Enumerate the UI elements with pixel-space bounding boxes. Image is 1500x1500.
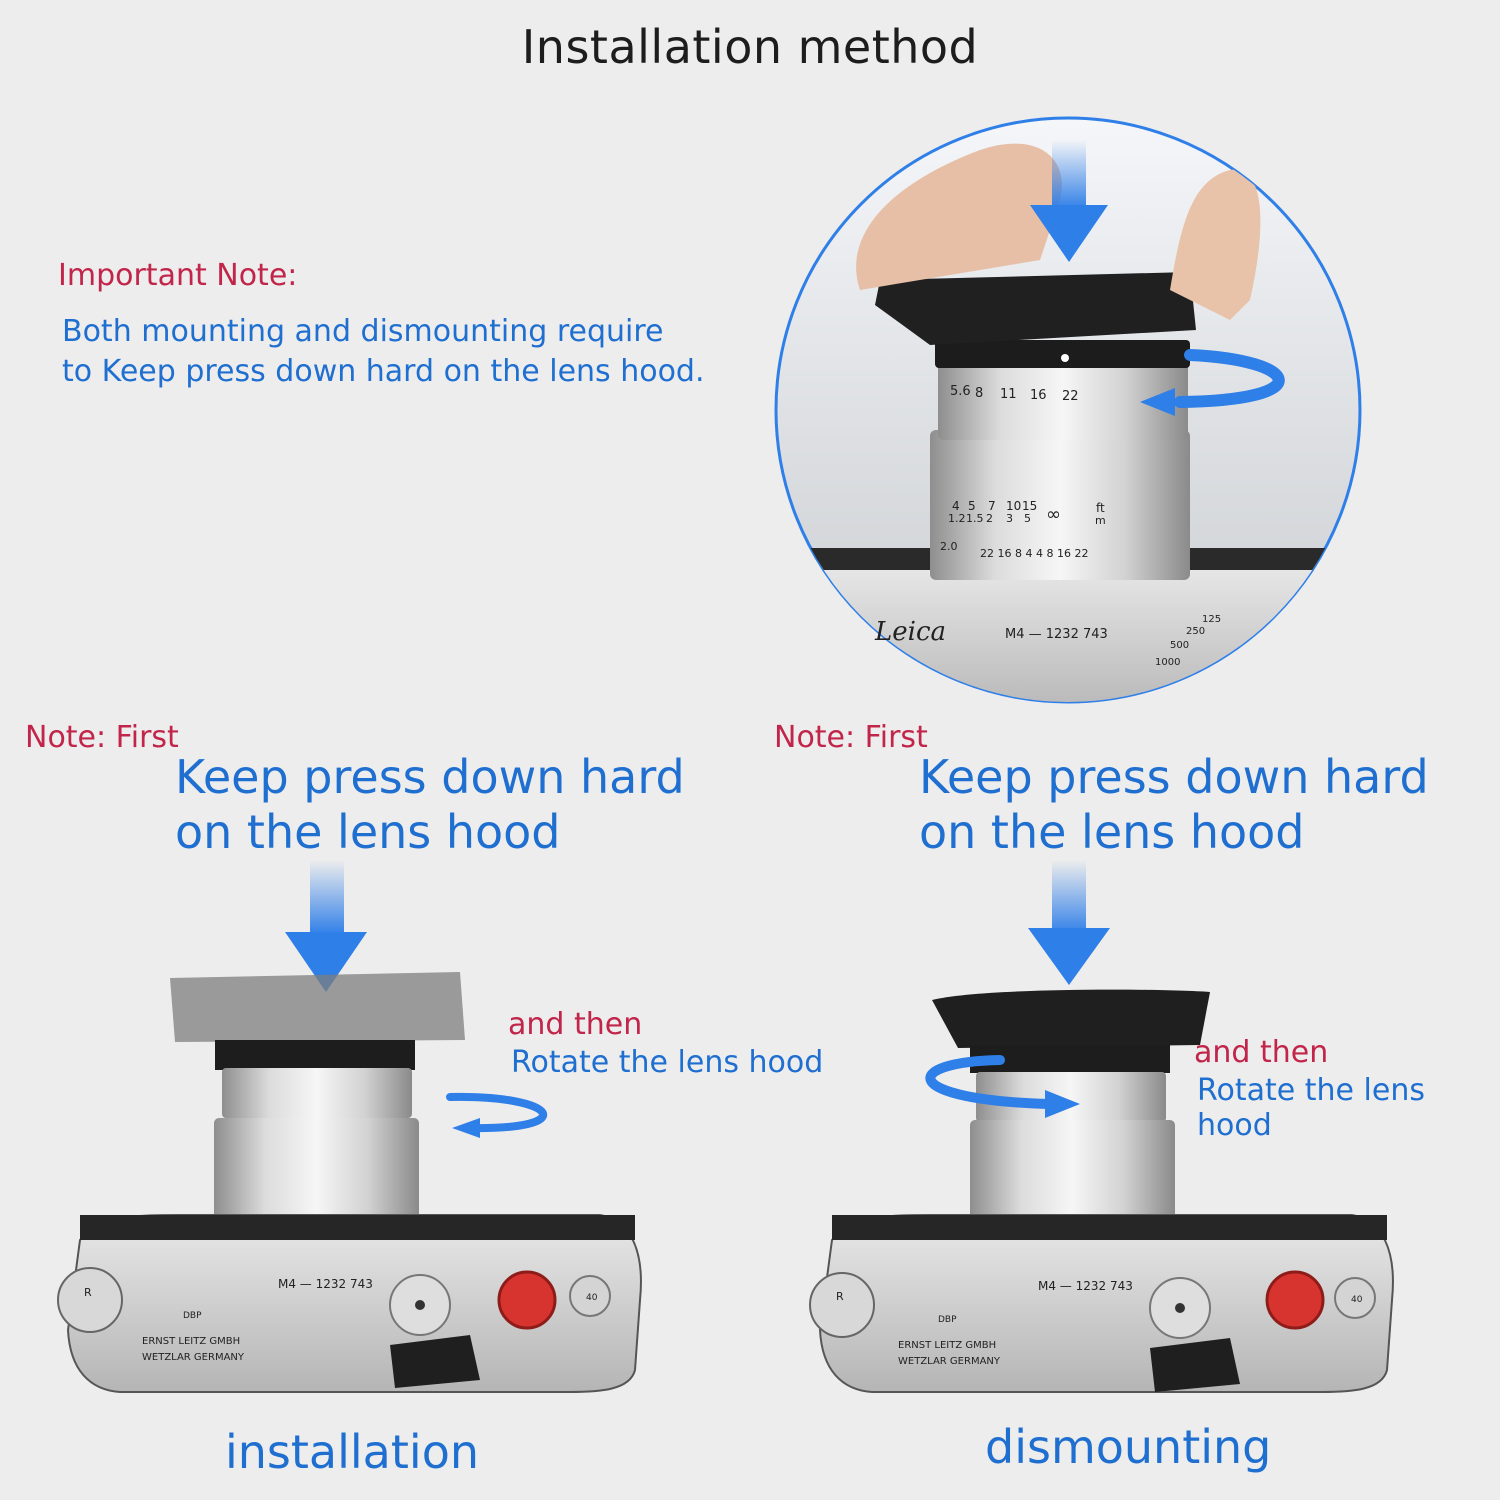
left-note-first: Note: First: [25, 720, 179, 755]
left-instruction: Keep press down hard on the lens hood: [175, 750, 695, 860]
left-instruction-line-2: on the lens hood: [175, 805, 561, 859]
right-camera-top-plate: [832, 1215, 1387, 1240]
left-down-arrow-icon: [285, 932, 367, 992]
top-ft-10: 10: [1006, 499, 1021, 513]
top-arrow-shaft: [1052, 140, 1086, 210]
right-rotate-text: Rotate the lens hood: [1197, 1073, 1425, 1143]
left-instruction-line-1: Keep press down hard: [175, 750, 685, 804]
right-rotate-arrow-icon: [925, 1055, 1055, 1109]
left-lens-aperture-ring: [222, 1068, 412, 1118]
left-rotate-text: Rotate the lens hood: [511, 1045, 824, 1080]
left-rotate-arrow-icon: [446, 1092, 548, 1133]
important-note-line-1: Both mounting and dismounting require: [62, 314, 664, 349]
right-maker-line-2: WETZLAR GERMANY: [898, 1356, 1001, 1367]
top-scale-22: 22: [1062, 389, 1079, 404]
right-frame-counter: [1334, 1277, 1376, 1319]
top-m-2: 2: [986, 512, 993, 525]
left-shutter-button: [497, 1270, 557, 1330]
right-instruction: Keep press down hard on the lens hood: [919, 750, 1439, 860]
top-down-arrow-icon: [1030, 205, 1108, 262]
top-ft-infinity: ∞: [1046, 504, 1061, 525]
top-scale-8: 8: [975, 386, 983, 401]
left-camera-illustration: [57, 860, 642, 1393]
left-rewind-label: R: [84, 1286, 92, 1299]
top-ft-15: 15: [1022, 499, 1037, 513]
top-m-15: 1.5: [966, 512, 984, 525]
left-and-then: and then: [508, 1007, 643, 1042]
right-instruction-line-1: Keep press down hard: [919, 750, 1429, 804]
top-scale-16: 16: [1030, 388, 1047, 403]
top-shutter-1000: 1000: [1155, 657, 1180, 668]
top-ft-4: 4: [952, 499, 960, 513]
right-and-then: and then: [1194, 1035, 1329, 1070]
top-rotate-arrowhead-icon: [1140, 388, 1175, 416]
right-down-arrow-icon: [1028, 928, 1110, 985]
left-lens-hood: [170, 972, 465, 1042]
top-scale-56: 5.6: [950, 384, 971, 399]
left-mount-ring: [215, 1040, 415, 1070]
right-rewind-knob: [809, 1272, 875, 1338]
top-ft-unit: ft: [1096, 501, 1105, 515]
left-arrow-shaft: [310, 860, 344, 935]
top-body-brand: Leica: [874, 617, 946, 647]
right-instruction-line-2: on the lens hood: [919, 805, 1305, 859]
top-m-3: 3: [1006, 512, 1013, 525]
left-camera-top-plate: [80, 1215, 635, 1240]
right-dbp: DBP: [938, 1315, 957, 1325]
right-camera-illustration: [809, 860, 1394, 1393]
top-rotate-arrow-icon: [1174, 349, 1285, 408]
right-body-serial: M4 — 1232 743: [1038, 1279, 1133, 1293]
right-rotate-arrowhead-icon: [1045, 1090, 1080, 1118]
left-maker-line-2: WETZLAR GERMANY: [142, 1352, 245, 1363]
right-lens-hood: [932, 989, 1210, 1048]
right-advance-lever: [1150, 1338, 1240, 1392]
lens-hood: [875, 272, 1196, 345]
right-note-first: Note: First: [774, 720, 928, 755]
top-shutter-500: 500: [1170, 640, 1189, 651]
right-arrow-shaft: [1052, 860, 1086, 935]
top-scale-11: 11: [1000, 387, 1017, 402]
important-note-label: Important Note:: [58, 258, 298, 293]
left-caption-installation: installation: [225, 1425, 479, 1479]
page-title: Installation method: [521, 20, 979, 74]
top-ft-7: 7: [988, 499, 996, 513]
left-maker-line-1: ERNST LEITZ GMBH: [142, 1336, 240, 1347]
top-body-serial: M4 — 1232 743: [1005, 627, 1108, 642]
left-body-serial: M4 — 1232 743: [278, 1277, 373, 1291]
left-rewind-knob: [57, 1267, 123, 1333]
left-advance-lever: [390, 1335, 480, 1388]
right-lens-barrel: [970, 1120, 1175, 1228]
right-counter-label: 40: [1351, 1295, 1363, 1305]
left-lens-barrel: [214, 1118, 419, 1228]
hand-right-fingers: [1170, 169, 1261, 320]
right-maker-line-1: ERNST LEITZ GMBH: [898, 1340, 996, 1351]
left-dbp: DBP: [183, 1311, 202, 1321]
top-shutter-125: 125: [1202, 614, 1221, 625]
left-counter-label: 40: [586, 1293, 598, 1303]
top-ft-5: 5: [968, 499, 976, 513]
right-shutter-center: [1175, 1303, 1185, 1313]
top-dof-scale: 22 16 8 4 4 8 16 22: [980, 547, 1088, 560]
top-aperture-mark: 2.0: [940, 540, 958, 553]
index-dot: [1061, 354, 1069, 362]
top-m-12: 1.2: [948, 512, 966, 525]
top-shutter-250: 250: [1186, 626, 1205, 637]
right-lens-aperture-ring: [976, 1072, 1166, 1122]
important-note-line-2: to Keep press down hard on the lens hood…: [62, 354, 705, 389]
top-m-5: 5: [1024, 512, 1031, 525]
left-shutter-center: [415, 1300, 425, 1310]
lens-mount-ring: [935, 340, 1190, 368]
lens-barrel: [930, 430, 1190, 580]
right-caption-dismounting: dismounting: [985, 1420, 1272, 1474]
right-rewind-label: R: [836, 1290, 844, 1303]
right-shutter-button: [1265, 1270, 1325, 1330]
left-frame-counter: [569, 1275, 611, 1317]
left-rotate-arrowhead-icon: [452, 1118, 480, 1138]
hand-left-fingers: [856, 143, 1062, 290]
important-note-body: Both mounting and dismounting require to…: [62, 312, 722, 392]
top-m-unit: m: [1095, 514, 1106, 527]
lens-aperture-ring: [938, 360, 1188, 440]
